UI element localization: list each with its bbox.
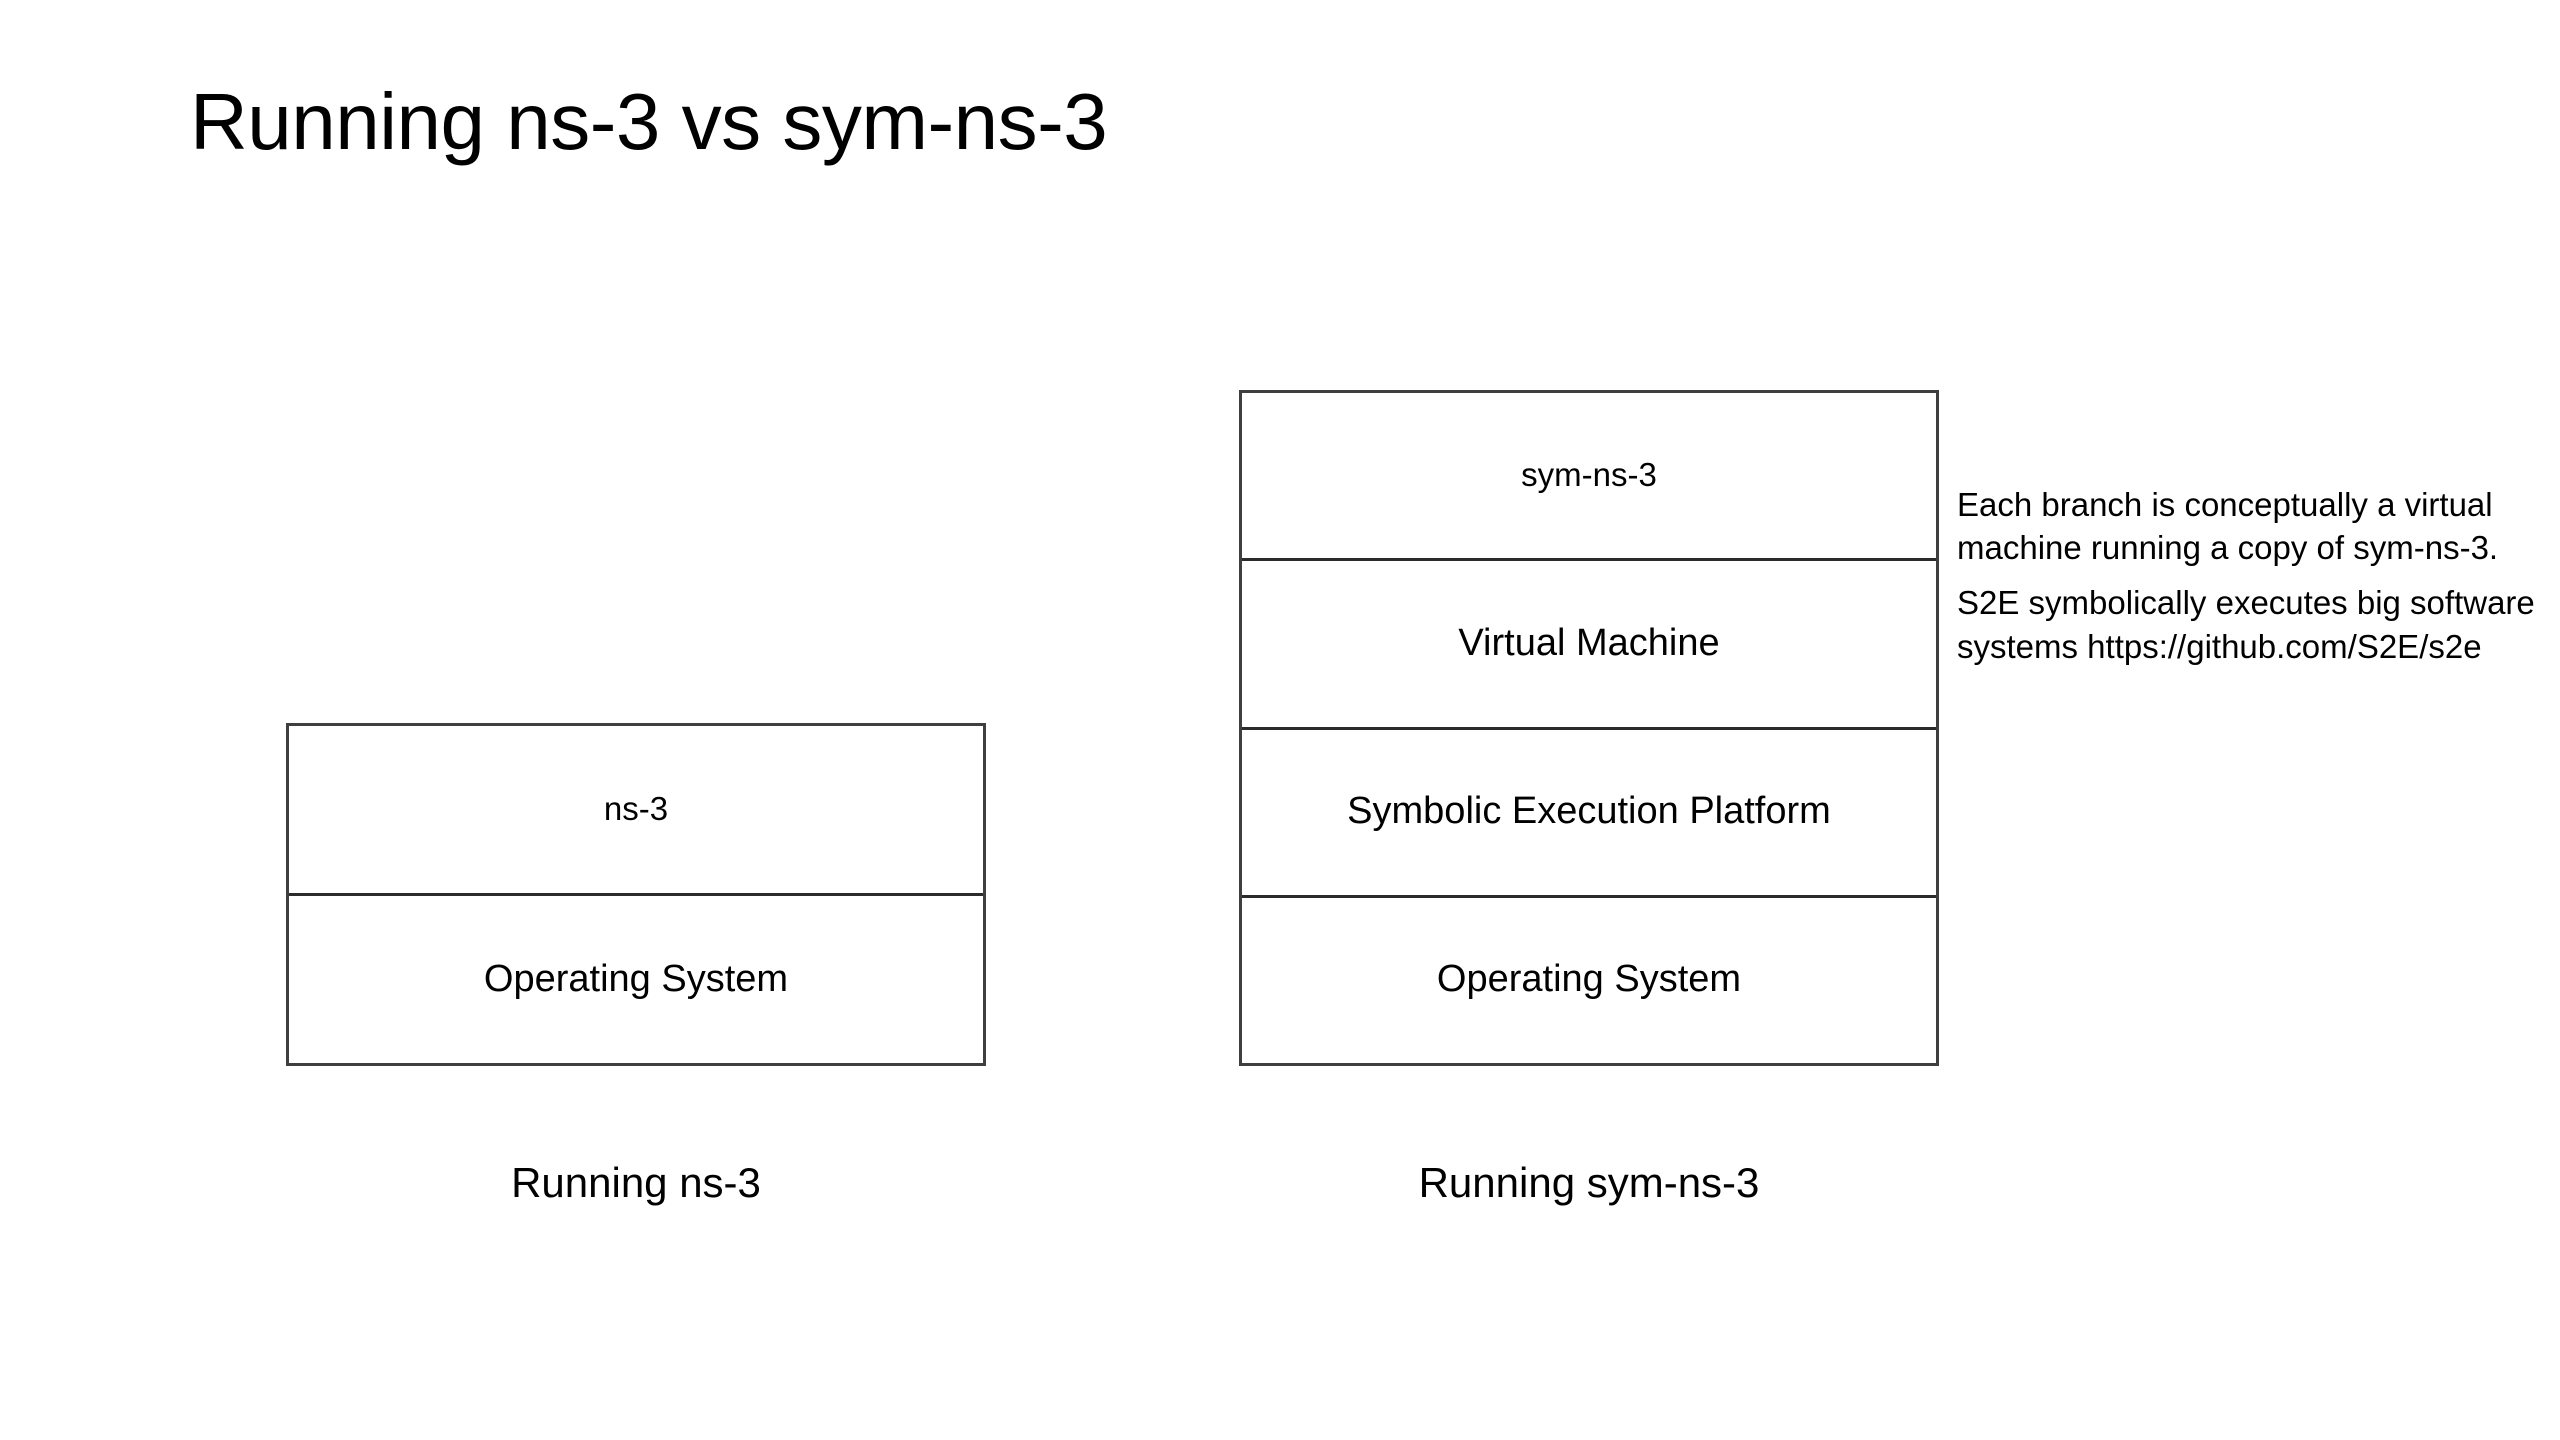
stack-row-label-symbolic-execution-platform: Symbolic Execution Platform (1347, 790, 1831, 833)
caption-running-sym-ns3: Running sym-ns-3 (1418, 1159, 1760, 1206)
architecture-stack-ns3: ns-3 Operating System (286, 723, 986, 1066)
annotation-paragraph-branch: Each branch is conceptually a virtual ma… (1957, 486, 2499, 567)
architecture-stack-sym-ns3: sym-ns-3 Virtual Machine Symbolic Execut… (1239, 390, 1939, 1066)
page-title: Running ns-3 vs sym-ns-3 (190, 77, 1108, 166)
annotation-paragraph-s2e: S2E symbolically executes big software s… (1957, 584, 2535, 665)
stack-row-label-operating-system-right: Operating System (1436, 958, 1742, 1001)
stack-row-operating-system: Operating System (289, 896, 983, 1063)
stack-row-sym-ns3: sym-ns-3 (1242, 393, 1936, 562)
annotation-block: Each branch is conceptually a virtual ma… (1957, 483, 2537, 668)
caption-running-ns3: Running ns-3 (511, 1159, 761, 1206)
stack-row-symbolic-execution-platform: Symbolic Execution Platform (1242, 729, 1936, 898)
stack-row-label-ns3: ns-3 (603, 790, 669, 828)
stack-row-label-virtual-machine: Virtual Machine (1458, 621, 1720, 664)
stack-row-ns3: ns-3 (289, 726, 983, 896)
stack-row-label-sym-ns3: sym-ns-3 (1521, 456, 1657, 494)
stack-row-virtual-machine: Virtual Machine (1242, 561, 1936, 730)
stack-row-operating-system-right: Operating System (1242, 897, 1936, 1063)
stack-row-label-operating-system: Operating System (483, 957, 789, 1000)
